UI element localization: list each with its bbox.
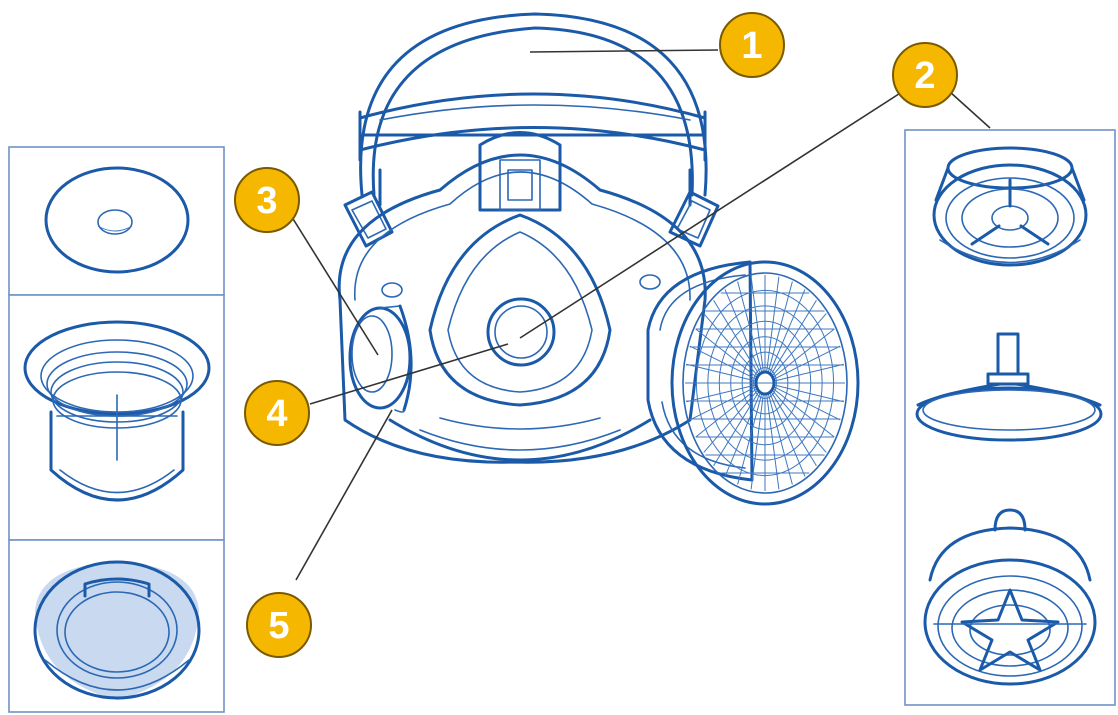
callout-4-label: 4 [266,393,287,435]
leader-line-2 [520,90,905,338]
right-strap-buckle [670,192,718,246]
right-parts-panel [905,130,1115,705]
leader-line-3 [290,214,378,355]
exhalation-valve [488,299,554,365]
callout-2-label: 2 [914,55,935,97]
callout-2: 2 [893,43,957,107]
leader-line-5 [296,410,392,580]
head-harness [360,14,706,205]
respirator-mask [339,14,858,504]
left-parts-panel [9,147,224,712]
filter-cartridge [648,262,858,504]
callout-5-label: 5 [268,605,289,647]
leader-line-2-tail [950,92,990,128]
leader-line-1 [530,50,718,52]
filter-mesh [685,275,845,491]
callout-3-label: 3 [256,180,277,222]
exhalation-valve-cover-part [35,562,199,700]
callout-4: 4 [245,381,309,445]
callout-5: 5 [247,593,311,657]
callout-3: 3 [235,168,299,232]
left-cartridge-mount [350,306,411,412]
left-strap-buckle [345,192,392,246]
callout-1-label: 1 [741,25,762,67]
callout-1: 1 [720,13,784,77]
